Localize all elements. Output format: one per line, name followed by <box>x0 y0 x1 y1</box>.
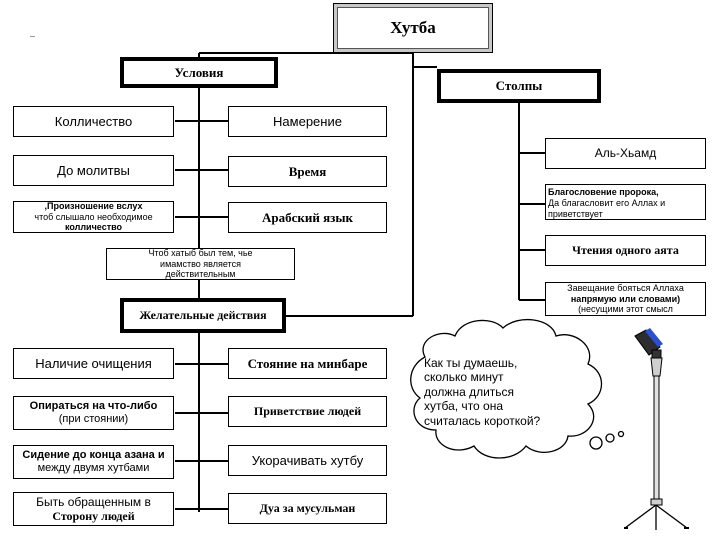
diagram-title: Хутба <box>337 7 489 49</box>
pillar-ayah: Чтения одного аята <box>545 235 706 266</box>
desirable-purity: Наличие очищения <box>13 348 174 379</box>
pillar-testament-line2: напрямую или словами) <box>570 293 681 304</box>
desirable-lean-line1: Опираться на что-либо <box>29 399 158 412</box>
condition-pronunciation-line3: колличество <box>64 222 123 233</box>
desirable-greeting: Приветствие людей <box>228 396 387 427</box>
desirable-minbar: Стояние на минбаре <box>228 348 387 379</box>
thought-line5: считалась короткой? <box>424 413 541 428</box>
desirable-sitting-line1: Сидение до конца азана и <box>22 448 165 461</box>
conditions-header: Условия <box>120 57 278 88</box>
condition-time: Время <box>228 156 387 187</box>
pillar-hamd: Аль-Хьамд <box>545 138 706 169</box>
condition-quantity: Колличество <box>13 106 174 137</box>
desirable-header: Желательные действия <box>120 298 286 333</box>
pillar-testament-line1: Завещание бояться Аллаха <box>567 282 684 293</box>
pillar-testament: Завещание бояться Аллаха напрямую или сл… <box>545 282 706 316</box>
condition-imamate-line1: Чтоб хатыб был тем, чье <box>148 247 253 258</box>
desirable-lean-line2: (при стоянии) <box>58 413 129 425</box>
thought-line4: хутба, что она <box>424 399 504 414</box>
desirable-lean: Опираться на что-либо (при стоянии) <box>13 396 174 430</box>
condition-before-prayer: До молитвы <box>13 155 174 186</box>
thought-line2: сколько минут <box>424 370 504 385</box>
thought-text: Как ты думаешь, сколько минут должна дли… <box>424 356 584 428</box>
desirable-facing-line2: Сторону людей <box>52 509 135 523</box>
stray-dash <box>30 36 35 37</box>
desirable-facing: Быть обращенным в Сторону людей <box>13 492 174 526</box>
desirable-shorten: Укорачивать хутбу <box>228 445 387 476</box>
pillar-blessing-line3: приветствует <box>548 208 603 219</box>
desirable-facing-line1: Быть обращенным в <box>36 494 151 509</box>
condition-pronunciation-line2: чтоб слышало необходимое <box>34 211 153 222</box>
condition-imamate: Чтоб хатыб был тем, чье имамство являетс… <box>106 248 295 280</box>
pillar-blessing-line2: Да благасловит его Аллах и <box>548 197 666 208</box>
pillars-header: Столпы <box>437 69 601 103</box>
condition-imamate-line2: имамство является <box>160 258 241 269</box>
condition-arabic: Арабский язык <box>228 202 387 233</box>
title-box: Хутба <box>333 3 493 53</box>
desirable-dua: Дуа за мусульман <box>228 493 387 524</box>
thought-bubble-icon <box>410 318 625 459</box>
condition-pronunciation-line1: ,Произношение вслух <box>44 200 143 211</box>
pillar-testament-line3: (несущими этот смысл <box>578 304 673 315</box>
condition-pronunciation: ,Произношение вслух чтоб слышало необход… <box>13 201 174 233</box>
thought-line1: Как ты думаешь, <box>424 356 518 370</box>
pillar-blessing-line1: Благословение пророка, <box>548 187 659 197</box>
microphone-icon <box>624 328 689 530</box>
desirable-sitting: Сидение до конца азана и между двумя хут… <box>13 445 174 479</box>
thought-line3: должна длиться <box>424 384 515 399</box>
desirable-sitting-line2: между двумя хутбами <box>37 462 150 474</box>
pillar-blessing: Благословение пророка, Да благасловит ег… <box>545 184 706 220</box>
condition-imamate-line3: действительным <box>165 269 236 280</box>
condition-intention: Намерение <box>228 106 387 137</box>
